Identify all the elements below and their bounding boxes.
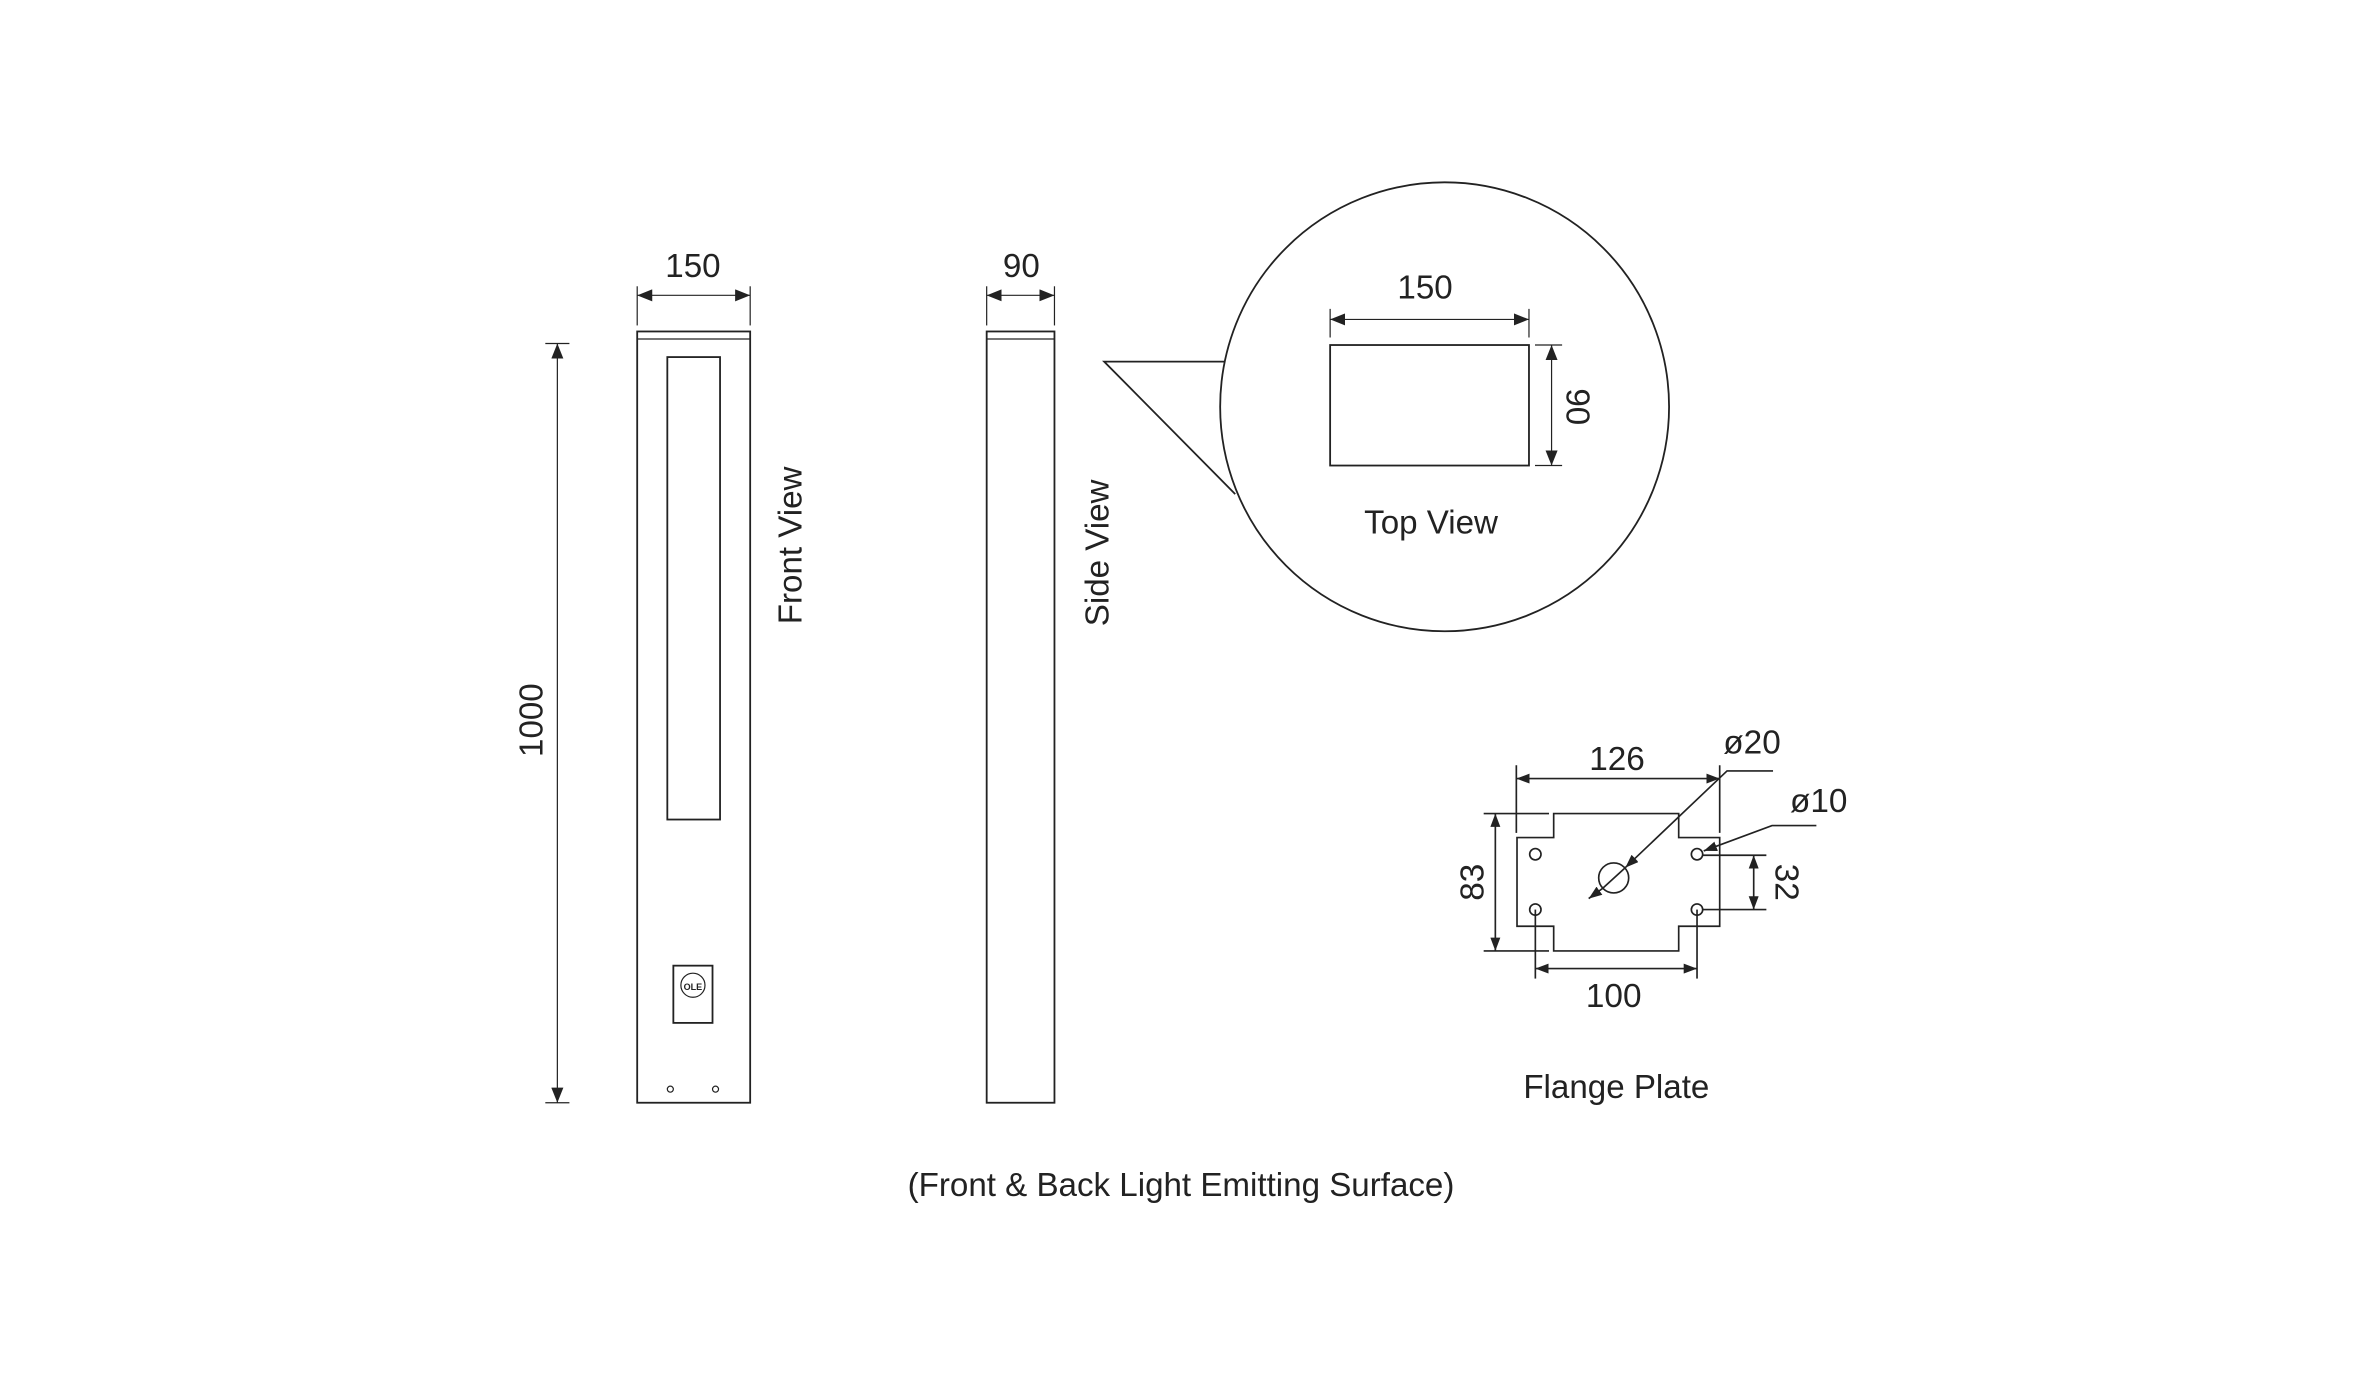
top-outline [1329, 344, 1530, 467]
light-window [666, 356, 721, 821]
front-width-dim: 150 [665, 248, 720, 285]
flange-height-dim: 83 [1455, 864, 1492, 901]
top-width-dim: 150 [1397, 269, 1452, 306]
top-view: 150 90 Top View [1102, 181, 1670, 633]
flange-hole-spacing-x: 100 [1586, 978, 1642, 1015]
caption: (Front & Back Light Emitting Surface) [908, 1167, 1455, 1204]
front-view-label: Front View [772, 466, 809, 624]
flange-width-dim: 126 [1589, 741, 1645, 778]
side-view-label: Side View [1080, 479, 1117, 626]
flange-plate-label: Flange Plate [1523, 1069, 1709, 1106]
front-view: OLE 150 1000 Front View [513, 248, 809, 1104]
flange-hole-spacing-y: 32 [1767, 864, 1804, 901]
logo-plate [672, 964, 714, 1024]
front-height-dim: 1000 [513, 683, 550, 757]
flange-outline [1516, 812, 1721, 952]
top-depth-dim: 90 [1559, 388, 1596, 425]
side-body [985, 330, 1056, 1104]
front-body [636, 330, 752, 1104]
top-view-label: Top View [1364, 504, 1498, 541]
logo-text: OLE [684, 982, 703, 992]
side-width-dim: 90 [1003, 248, 1040, 285]
side-view: 90 Side View [985, 248, 1117, 1104]
center-hole [1597, 862, 1630, 894]
corner-hole-dim: ø10 [1790, 783, 1847, 820]
center-hole-dim: ø20 [1723, 725, 1780, 762]
logo-icon [680, 972, 706, 998]
flange-plate: 126 83 100 32 ø20 ø10 [1455, 725, 1848, 1015]
